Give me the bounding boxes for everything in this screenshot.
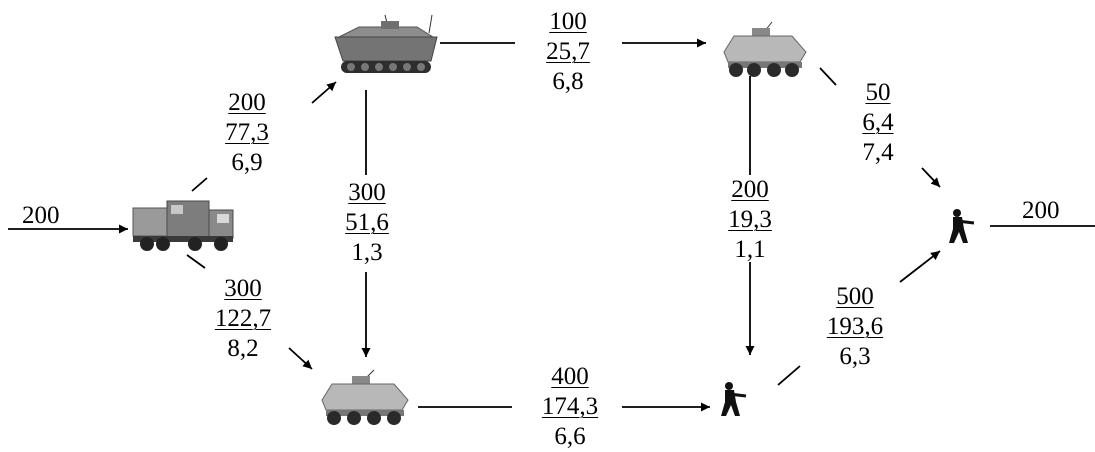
tracked-apc-icon bbox=[334, 14, 438, 73]
edge-label-truck-tracked: 200 77,3 6,9 bbox=[212, 88, 282, 178]
output-flow-label: 200 bbox=[1022, 197, 1060, 224]
edge-value-2: 77,3 bbox=[225, 119, 269, 146]
soldier-icon-right bbox=[949, 209, 975, 243]
soldier-icon-mid bbox=[721, 382, 747, 416]
input-flow-label: 200 bbox=[22, 202, 60, 229]
edge-value-2: 25,7 bbox=[546, 38, 590, 65]
edge-value-1: 300 bbox=[224, 275, 262, 302]
edge-line-apctop-soldierright-a bbox=[819, 67, 837, 86]
edge-value-3: 6,3 bbox=[839, 343, 871, 370]
edge-value-2: 193,6 bbox=[826, 313, 884, 340]
edge-label-soldiermid-soldierright: 500 193,6 6,3 bbox=[810, 282, 900, 372]
edge-value-3: 6,8 bbox=[552, 68, 584, 95]
edge-line-truck-apcbottom-a bbox=[186, 254, 206, 269]
edge-line-truck-tracked-b bbox=[311, 81, 337, 104]
edge-label-tracked-apcbottom: 300 51,6 1,3 bbox=[327, 178, 407, 268]
edge-value-3: 1,1 bbox=[734, 236, 766, 263]
wheeled-apc-icon-top bbox=[723, 21, 807, 77]
edge-value-2: 51,6 bbox=[345, 209, 389, 236]
edge-value-3: 6,9 bbox=[231, 149, 263, 176]
edge-value-2: 6,4 bbox=[862, 109, 894, 136]
edge-value-3: 6,6 bbox=[554, 423, 586, 450]
edge-value-3: 8,2 bbox=[227, 335, 259, 362]
edge-value-3: 1,3 bbox=[351, 239, 383, 266]
edge-value-1: 300 bbox=[348, 179, 386, 206]
wheeled-apc-icon-bottom bbox=[321, 369, 409, 425]
edge-line-truck-tracked-a bbox=[191, 177, 208, 192]
edge-line-soldiermid-soldierright-b bbox=[899, 250, 941, 283]
edge-value-1: 400 bbox=[551, 363, 589, 390]
edge-value-1: 100 bbox=[549, 8, 587, 35]
edge-value-1: 200 bbox=[731, 176, 769, 203]
edge-label-tracked-apctop: 100 25,7 6,8 bbox=[528, 7, 608, 97]
edge-value-2: 19,3 bbox=[728, 206, 772, 233]
edge-value-2: 174,3 bbox=[541, 393, 599, 420]
edge-label-truck-apcbottom: 300 122,7 8,2 bbox=[198, 274, 288, 364]
edge-value-1: 500 bbox=[836, 283, 874, 310]
edge-label-apctop-soldiermid: 200 19,3 1,1 bbox=[712, 175, 788, 265]
edge-value-3: 7,4 bbox=[862, 139, 894, 166]
military-truck-icon bbox=[132, 200, 234, 251]
edge-value-1: 50 bbox=[865, 79, 891, 106]
edge-label-apctop-soldierright: 50 6,4 7,4 bbox=[848, 78, 908, 168]
edge-label-apcbottom-soldiermid: 400 174,3 6,6 bbox=[525, 362, 615, 452]
edge-line-truck-apcbottom-b bbox=[288, 347, 313, 370]
edge-line-soldiermid-soldierright-a bbox=[777, 365, 801, 386]
edge-line-apctop-soldierright-b bbox=[921, 167, 941, 188]
edge-value-1: 200 bbox=[228, 89, 266, 116]
edge-value-2: 122,7 bbox=[214, 305, 272, 332]
